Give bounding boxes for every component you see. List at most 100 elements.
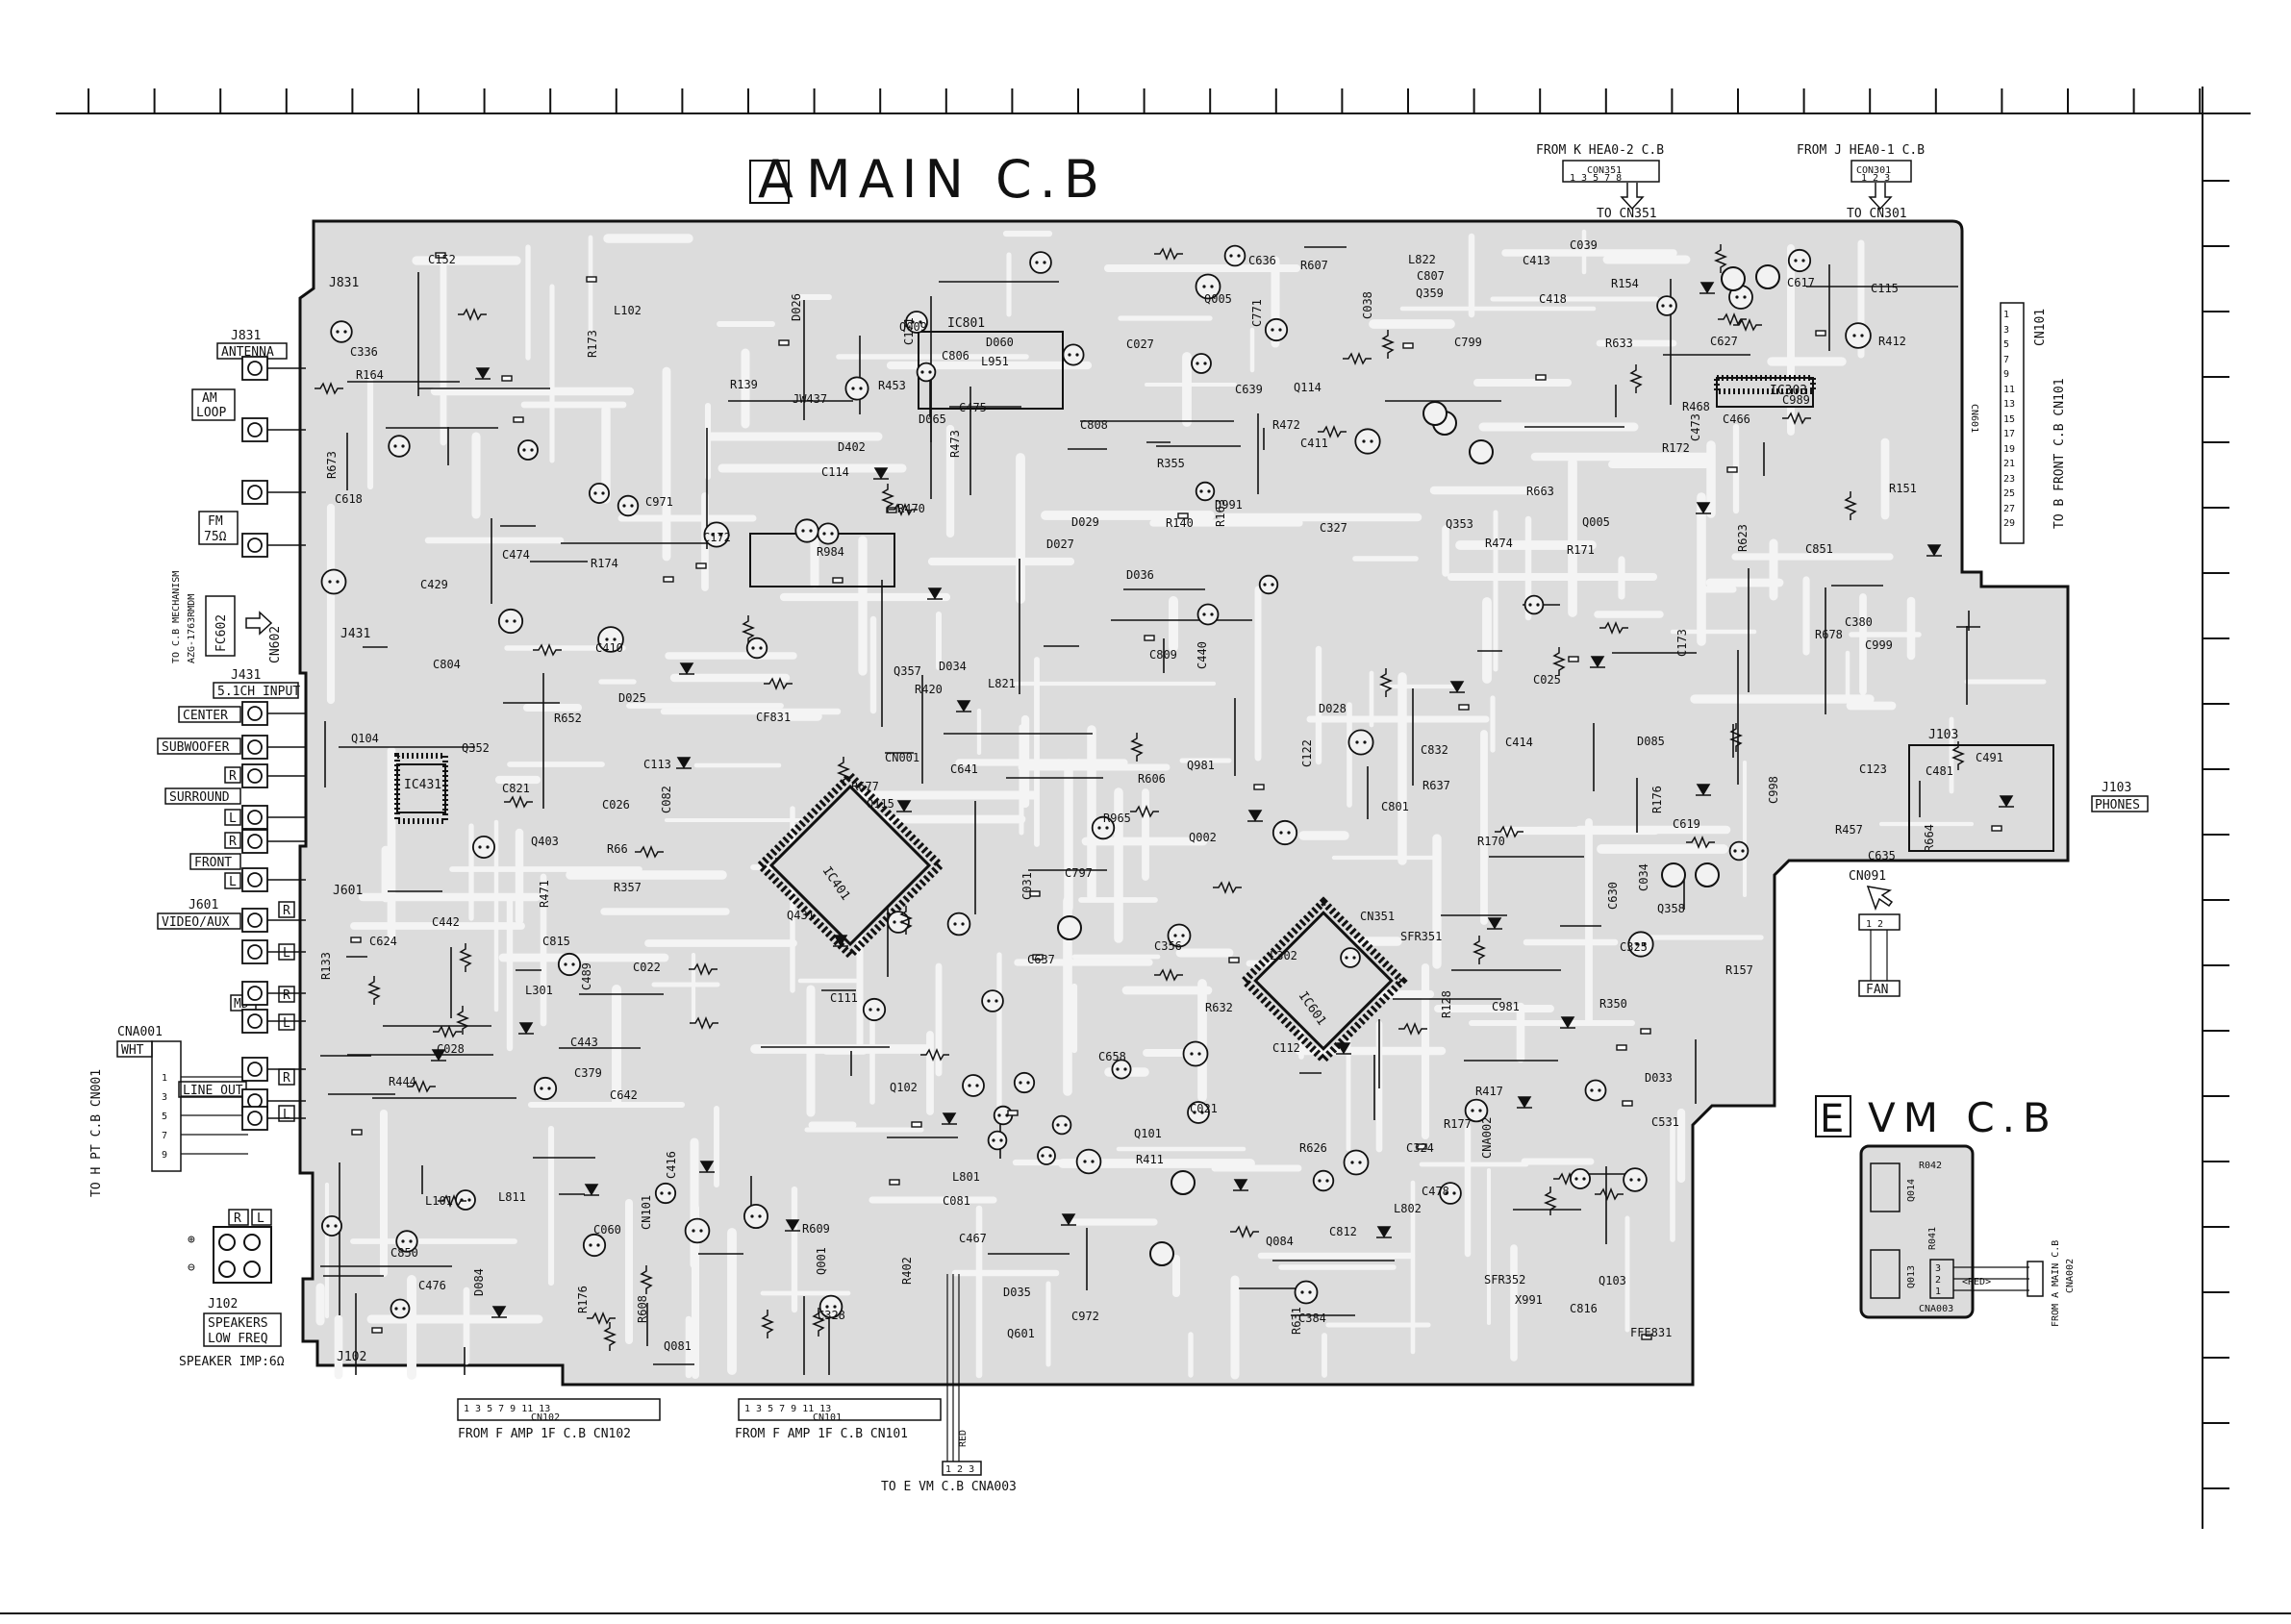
component-ref-label: R453 <box>878 379 906 392</box>
ruler-frame <box>0 87 2291 1614</box>
jack-body <box>241 417 268 442</box>
pad <box>622 504 626 508</box>
jack-ring <box>247 1111 263 1126</box>
component-ref-label: L822 <box>1408 253 1436 266</box>
component-ref-label: R673 <box>325 451 339 479</box>
component-ref-label: X991 <box>1515 1293 1543 1307</box>
component-ref-label: D034 <box>939 660 967 673</box>
pad <box>994 999 998 1003</box>
component-ref-label: Q601 <box>1007 1327 1035 1340</box>
pad <box>961 922 965 926</box>
front-connector-pin: 17 <box>2003 429 2015 439</box>
vm-red: <RED> <box>1962 1277 1991 1287</box>
minus-sign: ⊖ <box>188 1261 195 1275</box>
component-ref-label: R66 <box>607 842 628 856</box>
pad <box>1026 1081 1030 1085</box>
front-connector-pin: 19 <box>2003 444 2015 455</box>
pad <box>975 1084 979 1087</box>
fm-line2: 75Ω <box>204 530 227 544</box>
pad <box>809 529 813 533</box>
am-loop-line2: LOOP <box>196 406 226 420</box>
vm-r041: R041 <box>1927 1227 1938 1250</box>
pad <box>822 532 826 536</box>
resistor-footprint <box>433 1024 462 1039</box>
pad <box>1202 285 1206 288</box>
pad <box>1308 1290 1312 1294</box>
resistor-footprint <box>504 794 533 810</box>
front-connector-pin: 3 <box>2003 325 2009 336</box>
pad <box>1075 353 1079 357</box>
pad <box>1471 1109 1474 1112</box>
front-connector-pin: 13 <box>2003 399 2015 410</box>
component-ref-label: R677 <box>851 780 879 793</box>
component-ref-label: C380 <box>1845 615 1873 629</box>
capacitor-footprint <box>911 1121 922 1128</box>
component-ref-label: Q001 <box>815 1247 828 1275</box>
component-ref-label: C806 <box>942 349 969 362</box>
speakers-line2: LOW FREQ <box>208 1332 268 1346</box>
pad <box>564 962 567 966</box>
component-ref-label: C799 <box>1454 336 1482 349</box>
component-ref-label: D065 <box>919 412 946 426</box>
transistor-footprint <box>557 952 582 977</box>
jack-ring <box>247 810 263 825</box>
pad <box>1528 603 1532 607</box>
pad <box>1733 849 1737 853</box>
transistor-footprint <box>1695 862 1720 887</box>
resistor-footprint <box>366 976 382 1005</box>
component-ref-label: R174 <box>591 557 618 570</box>
con301-pins: 1 2 3 <box>1861 173 1890 184</box>
transistor-footprint <box>684 1217 711 1244</box>
resistor-footprint <box>455 1006 470 1035</box>
speaker-l: L <box>257 1212 264 1226</box>
vm-connector-pin: 1 <box>1935 1287 1941 1297</box>
component-ref-label: C808 <box>1080 418 1108 432</box>
capacitor-footprint <box>1535 374 1547 381</box>
component-ref-label: R626 <box>1299 1141 1327 1155</box>
front-connector-pin: 7 <box>2003 355 2009 365</box>
diode-footprint <box>1376 1226 1392 1238</box>
diode-footprint <box>584 1184 599 1196</box>
component-ref-label: C411 <box>1300 437 1328 450</box>
resistor-footprint <box>1686 835 1715 850</box>
component-ref-label: C624 <box>369 935 397 948</box>
diode-footprint <box>491 1306 507 1318</box>
component-ref-label: D035 <box>1003 1286 1031 1299</box>
component-ref-label: C475 <box>959 401 987 414</box>
main-board-letter: A <box>758 149 801 210</box>
component-ref-label: L802 <box>1394 1202 1422 1215</box>
component-ref-label: C815 <box>542 935 570 948</box>
component-ref-label: R157 <box>1725 963 1753 977</box>
cn102-name: CN102 <box>531 1412 560 1423</box>
pad <box>750 1214 754 1218</box>
pad <box>1278 328 1282 332</box>
jack-body <box>241 763 268 788</box>
j431-ext: J431 <box>231 668 261 683</box>
resistor-footprint <box>1380 330 1396 359</box>
component-ref-label: R411 <box>1136 1153 1164 1166</box>
jack-body <box>241 1009 268 1034</box>
pad <box>402 1307 406 1311</box>
component-ref-label: R133 <box>319 952 333 980</box>
pad <box>1801 259 1805 262</box>
diode-footprint <box>1696 502 1711 514</box>
pad <box>801 529 805 533</box>
transistor-footprint <box>1149 1241 1174 1266</box>
cna001-pin: 3 <box>162 1092 167 1103</box>
transistor-footprint <box>1570 1168 1592 1190</box>
component-ref-label: R623 <box>1736 524 1750 552</box>
left-jack-panel: J831 J831 ANTENNA AM LOOP FM 75Ω TO C.B … <box>89 276 370 1369</box>
diode-footprint <box>518 1022 534 1035</box>
resistor-footprint <box>1472 936 1487 964</box>
jack-body <box>241 1057 268 1082</box>
component-ref-label: C025 <box>1533 673 1561 687</box>
component-ref-label: SFR352 <box>1484 1273 1525 1287</box>
component-ref-label: Q005 <box>1582 515 1610 529</box>
capacitor-footprint <box>1253 784 1265 790</box>
component-ref-label: C123 <box>1859 762 1887 776</box>
resistor-footprint <box>587 1311 616 1326</box>
pad <box>911 320 915 324</box>
pad <box>1043 261 1046 264</box>
transistor-footprint <box>533 1076 558 1101</box>
